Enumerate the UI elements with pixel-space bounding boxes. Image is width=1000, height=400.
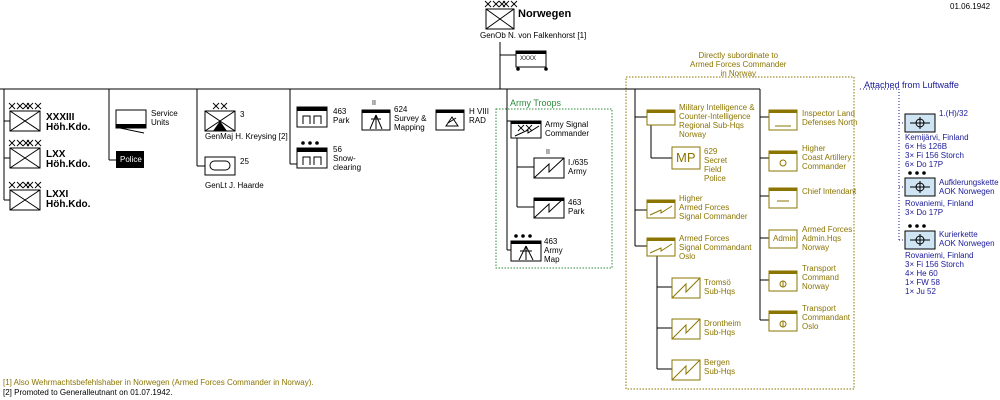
corps-symbol-xxxiii bbox=[9, 102, 42, 132]
signal-635-symbol bbox=[533, 157, 565, 179]
army-signal-commander-symbol bbox=[510, 120, 542, 139]
survey-624-label: 624 Survey & Mapping bbox=[394, 105, 427, 132]
tromso-label: Tromsö Sub-Hqs bbox=[704, 278, 736, 296]
drontheim-symbol bbox=[671, 318, 701, 340]
transport-oslo-label: Transport Commandant Oslo bbox=[802, 304, 851, 331]
luftwaffe-title: Attached from Luftwaffe bbox=[864, 80, 959, 90]
corps-2-sub: Höh.Kdo. bbox=[46, 159, 91, 170]
lw-unit-1-details: Kemijärvi, Finland 6× Hs 126B 3× Fi 156 … bbox=[905, 133, 969, 169]
police-label: Police bbox=[120, 155, 142, 164]
transport-norway-symbol bbox=[768, 270, 798, 292]
inspector-symbol bbox=[768, 109, 798, 131]
corps-symbol-lxx bbox=[9, 139, 42, 169]
secret-field-police-symbol bbox=[671, 146, 701, 170]
signal-oslo-symbol bbox=[646, 237, 676, 257]
date: 01.06.1942 bbox=[950, 2, 991, 11]
mp-label: 629 Secret Field Police bbox=[704, 147, 728, 183]
signal-park-463-symbol bbox=[533, 197, 565, 219]
lw-unit-2-details: Rovaniemi, Finland 3× Do 17P bbox=[905, 199, 974, 217]
corps-symbol-lxxi bbox=[9, 181, 42, 211]
tromso-symbol bbox=[671, 277, 701, 299]
inspector-label: Inspector Land Defenses North bbox=[802, 109, 858, 127]
park-463-label: 463 Park bbox=[333, 107, 350, 125]
armored-div-25-symbol bbox=[204, 156, 236, 176]
snow-56-label: 56 Snow- clearing bbox=[333, 145, 362, 172]
snow-56-symbol bbox=[296, 141, 328, 169]
lw-unit-2-name: Aufklerungskette AOK Norwegen bbox=[939, 178, 999, 196]
lw-unit-1-name: 1.(H)/32 bbox=[939, 109, 968, 118]
div-3-commander: GenMaj H. Kreysing [2] bbox=[205, 132, 288, 141]
corps-3-sub: Höh.Kdo. bbox=[46, 199, 91, 210]
footnote-1: [1] Also Wehrmachtsbefehlshaber in Norwe… bbox=[3, 378, 314, 387]
bergen-symbol bbox=[671, 359, 701, 381]
div-3-number: 3 bbox=[240, 110, 245, 119]
rad-symbol bbox=[435, 109, 465, 131]
signal-park-463-label: 463 Park bbox=[568, 198, 585, 216]
corps-1-sub: Höh.Kdo. bbox=[46, 122, 91, 133]
mp-symbol-text: MP bbox=[676, 150, 696, 165]
signal-635-label: I./635 Army bbox=[568, 158, 589, 176]
intel-label: Military Intelligence & Counter-Intellig… bbox=[679, 103, 755, 139]
afc-title: Directly subordinate to Armed Forces Com… bbox=[690, 51, 787, 78]
transport-norway-label: Transport Command Norway bbox=[802, 264, 839, 291]
chief-intendant-symbol bbox=[768, 187, 798, 209]
bergen-label: Bergen Sub-Hqs bbox=[704, 358, 736, 376]
signal-oslo-label: Armed Forces Signal Commandant Oslo bbox=[679, 234, 752, 261]
admin-label: Armed Forces Admin.Hqs Norway bbox=[802, 225, 853, 252]
police-symbol bbox=[116, 151, 144, 168]
top-command-name: Norwegen bbox=[518, 8, 572, 20]
hq-flag-symbol bbox=[515, 50, 548, 71]
chief-intendant-label: Chief Intendant bbox=[802, 187, 857, 196]
div-25-commander: GenLt J. Haarde bbox=[205, 181, 264, 190]
rad-label: H VIII RAD bbox=[469, 107, 490, 125]
coast-artillery-symbol bbox=[768, 150, 798, 172]
army-map-463-symbol bbox=[510, 234, 542, 262]
signal-635-size: II bbox=[546, 149, 550, 156]
corps-1-name: XXXIII bbox=[46, 112, 75, 123]
army-map-463-label: 463 Army Map bbox=[544, 237, 563, 264]
luftwaffe-unit-3-symbol bbox=[904, 224, 936, 250]
lw-unit-3-details: Rovaniemi, Finland 3× Fi 156 Storch 4× H… bbox=[905, 251, 974, 296]
corps-2-name: LXX bbox=[46, 149, 66, 160]
footnote-2: [2] Promoted to Generalleutnant on 01.07… bbox=[3, 388, 173, 397]
mountain-div-3-symbol bbox=[204, 102, 236, 132]
survey-size: II bbox=[372, 100, 376, 107]
transport-oslo-symbol bbox=[768, 310, 798, 332]
drontheim-label: Drontheim Sub-Hqs bbox=[704, 319, 741, 337]
lw-unit-3-name: Kurierkette AOK Norwegen bbox=[939, 230, 995, 248]
service-units-label: Service Units bbox=[151, 109, 178, 127]
corps-3-name: LXXI bbox=[46, 189, 69, 200]
div-25-number: 25 bbox=[240, 157, 249, 166]
top-command-commander: GenOb N. von Falkenhorst [1] bbox=[480, 31, 587, 40]
service-units-symbol bbox=[115, 109, 147, 134]
luftwaffe-unit-2-symbol bbox=[904, 171, 936, 197]
higher-signal-label: Higher Armed Forces Signal Commander bbox=[679, 194, 748, 221]
army-signal-commander-label: Army Signal Commander bbox=[545, 120, 590, 138]
army-troops-title: Army Troops bbox=[510, 98, 562, 108]
park-463-symbol bbox=[296, 106, 328, 128]
luftwaffe-unit-1-symbol bbox=[904, 113, 936, 133]
survey-624-symbol bbox=[361, 109, 391, 131]
norwegen-symbol bbox=[485, 0, 518, 30]
hq-symbol-label: XXXX bbox=[520, 56, 537, 62]
intel-symbol bbox=[646, 109, 676, 126]
admin-symbol-text: Admin bbox=[773, 234, 796, 243]
higher-signal-symbol bbox=[646, 199, 676, 219]
coast-artillery-label: Higher Coast Artillery Commander bbox=[802, 144, 852, 171]
admin-symbol bbox=[768, 229, 798, 249]
